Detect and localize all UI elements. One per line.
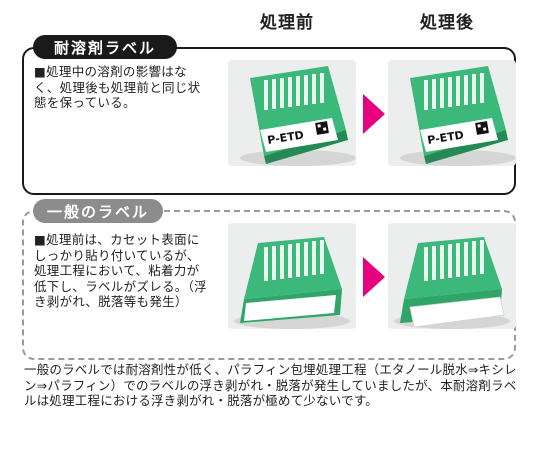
resistant-label-tag: 耐溶剤ラベル bbox=[33, 35, 177, 59]
general-label-tag: 一般のラベル bbox=[33, 199, 163, 223]
general-label-description: ■処理前は、カセット表面にしっかり貼り付いているが、処理工程において、粘着力が低… bbox=[34, 232, 207, 309]
photo-resistant-before: P-ETD bbox=[228, 60, 356, 166]
photo-general-before bbox=[228, 223, 356, 329]
photo-resistant-after: P-ETD bbox=[388, 60, 516, 166]
resistant-label-text: P-ETD bbox=[266, 128, 304, 147]
resistant-label-text-after: P-ETD bbox=[426, 128, 464, 147]
triangle-right-arrow-icon bbox=[363, 94, 385, 134]
column-header-after: 処理後 bbox=[420, 13, 474, 33]
qr-code-icon bbox=[315, 121, 329, 135]
column-header-before: 処理前 bbox=[260, 13, 314, 33]
qr-code-icon bbox=[475, 121, 489, 135]
footer-note: 一般のラベルでは耐溶剤性が低く、パラフィン包埋処理工程（エタノール脱水⇒キシレン… bbox=[24, 362, 517, 408]
photo-general-after bbox=[388, 223, 516, 329]
resistant-label-description: ■処理中の溶剤の影響はなく、処理後も処理前と同じ状態を保っている。 bbox=[34, 64, 201, 110]
triangle-right-arrow-icon bbox=[363, 257, 385, 297]
